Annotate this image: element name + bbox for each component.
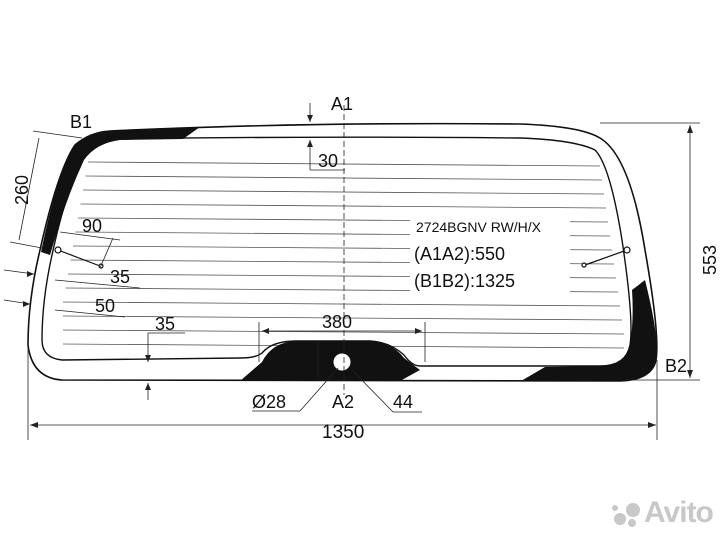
- heater-line: [80, 203, 607, 209]
- dim-553: 553: [700, 245, 720, 275]
- black-band-bottom-right: [521, 280, 657, 381]
- dim-260: 260: [12, 175, 32, 205]
- glass-inner-edge: [41, 136, 632, 367]
- heater-line: [62, 301, 621, 307]
- label-b2: B2: [665, 356, 687, 376]
- dim-90-notch: 90: [281, 359, 300, 378]
- dim-90-wiper: 90: [82, 216, 102, 236]
- dim-30: 30: [318, 151, 338, 171]
- dim-44: 44: [393, 392, 413, 412]
- avito-logo: Avito: [612, 496, 714, 530]
- label-a1: A1: [331, 94, 353, 114]
- dim-1350: 1350: [322, 422, 364, 443]
- label-b1: B1: [70, 112, 92, 132]
- dim-hole-diameter: Ø28: [252, 392, 286, 412]
- dim-35-bottom: 35: [155, 314, 175, 334]
- heater-line: [62, 315, 623, 321]
- heater-line: [82, 189, 605, 195]
- dim-50: 50: [95, 296, 115, 316]
- black-band-bottom-center: [240, 341, 420, 381]
- hole: [332, 352, 352, 372]
- heater-line: [62, 329, 625, 335]
- spec-b1b2: (B1B2):1325: [414, 271, 515, 291]
- dim-35-side: 35: [110, 267, 130, 287]
- part-code: 2724BGNV RW/H/X: [416, 219, 542, 235]
- wiper-left: [54, 246, 104, 269]
- avito-logo-icon: [612, 501, 642, 528]
- spec-a1a2: (A1A2):550: [414, 244, 505, 264]
- label-a2: A2: [332, 392, 354, 412]
- black-band-top-left: [41, 127, 200, 255]
- dim-380: 380: [322, 312, 352, 332]
- wiper-right: [581, 246, 631, 268]
